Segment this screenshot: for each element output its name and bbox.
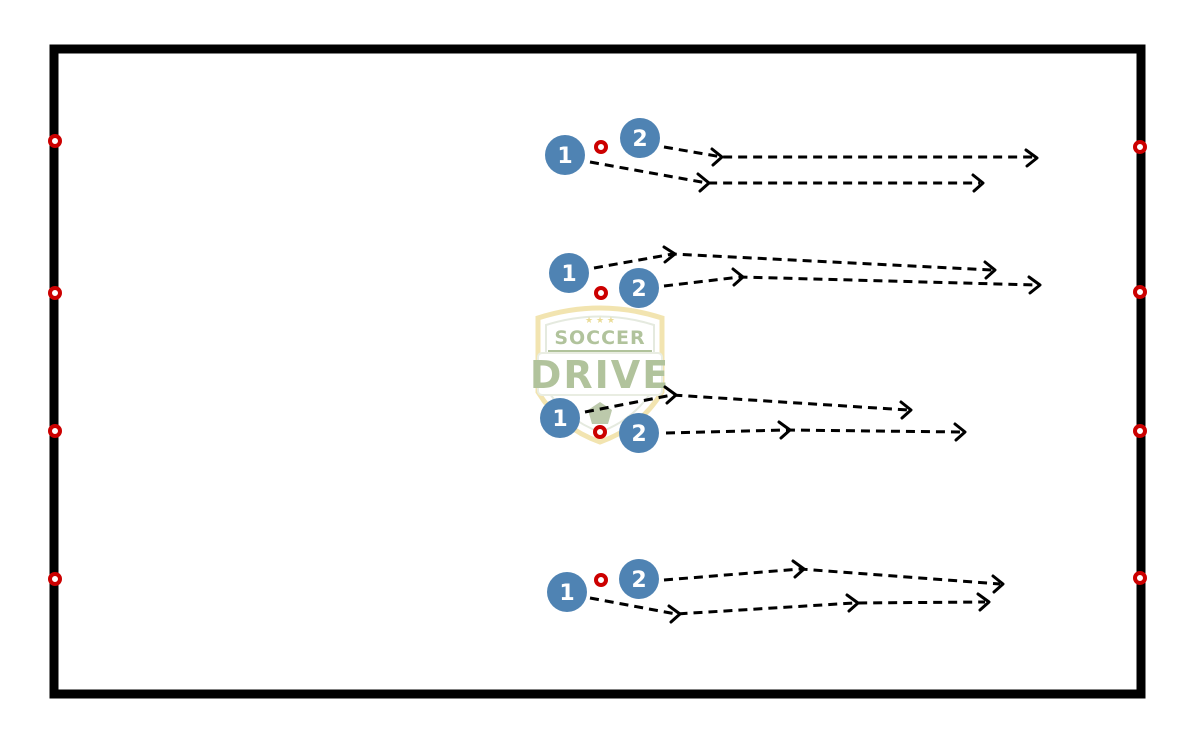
arrow-icon (662, 245, 677, 264)
path-g1-player2 (663, 145, 1035, 159)
arrow-icon (976, 592, 991, 612)
arrow-icon (1024, 148, 1039, 168)
arrow-icon (777, 420, 792, 440)
player-number: 1 (561, 262, 576, 287)
player-1-group-2: 1 (549, 253, 589, 293)
cone-left-4 (48, 572, 62, 586)
arrow-icon (953, 422, 967, 442)
arrow-icon (791, 559, 806, 579)
arrow-icon (991, 574, 1005, 594)
player-2-group-2: 2 (619, 268, 659, 308)
path-g1-player1 (589, 160, 980, 185)
player-1-group-3: 1 (540, 398, 580, 438)
arrow-icon (1027, 275, 1042, 295)
arrow-icon (667, 604, 682, 624)
start-cone-3 (593, 425, 607, 439)
arrow-icon (731, 267, 745, 287)
path-g4-player1 (589, 596, 986, 616)
watermark-line1: SOCCER (554, 327, 645, 349)
arrow-icon (696, 172, 711, 193)
player-1-group-4: 1 (547, 572, 587, 612)
path-g2-player2 (663, 275, 1037, 288)
player-number: 1 (557, 144, 572, 169)
arrow-icon (899, 400, 913, 420)
player-number: 2 (631, 568, 646, 593)
arrow-icon (710, 147, 724, 167)
watermark-line2: DRIVE (530, 353, 670, 397)
watermark-banner (537, 352, 663, 396)
path-arrows (662, 147, 1042, 624)
player-number: 2 (632, 127, 647, 152)
player-1-group-1: 1 (545, 135, 585, 175)
player-2-group-4: 2 (619, 559, 659, 599)
cone-left-2 (48, 286, 62, 300)
path-g3-player1 (584, 393, 909, 414)
side-cones (48, 134, 1147, 586)
player-number: 1 (559, 581, 574, 606)
start-cone-1 (594, 140, 608, 154)
players: 1 2 1 2 1 2 1 2 (540, 118, 660, 612)
arrow-icon (971, 173, 985, 193)
arrow-icon (845, 593, 860, 613)
cone-right-2 (1133, 285, 1147, 299)
path-g3-player2 (665, 428, 963, 435)
start-cones (593, 140, 608, 587)
player-2-group-1: 2 (620, 118, 660, 158)
watermark-stars-icon: ★ ★ ★ (585, 316, 615, 326)
start-cone-4 (594, 573, 608, 587)
player-number: 2 (631, 422, 646, 447)
cone-right-1 (1133, 140, 1147, 154)
player-number: 1 (552, 407, 567, 432)
cone-left-1 (48, 134, 62, 148)
player-number: 2 (631, 277, 646, 302)
cone-right-3 (1133, 424, 1147, 438)
cone-left-3 (48, 424, 62, 438)
cone-right-4 (1133, 571, 1147, 585)
arrow-icon (663, 385, 678, 405)
start-cone-2 (594, 286, 608, 300)
arrow-icon (983, 260, 997, 280)
player-2-group-3: 2 (619, 413, 659, 453)
path-g4-player2 (663, 567, 1001, 586)
